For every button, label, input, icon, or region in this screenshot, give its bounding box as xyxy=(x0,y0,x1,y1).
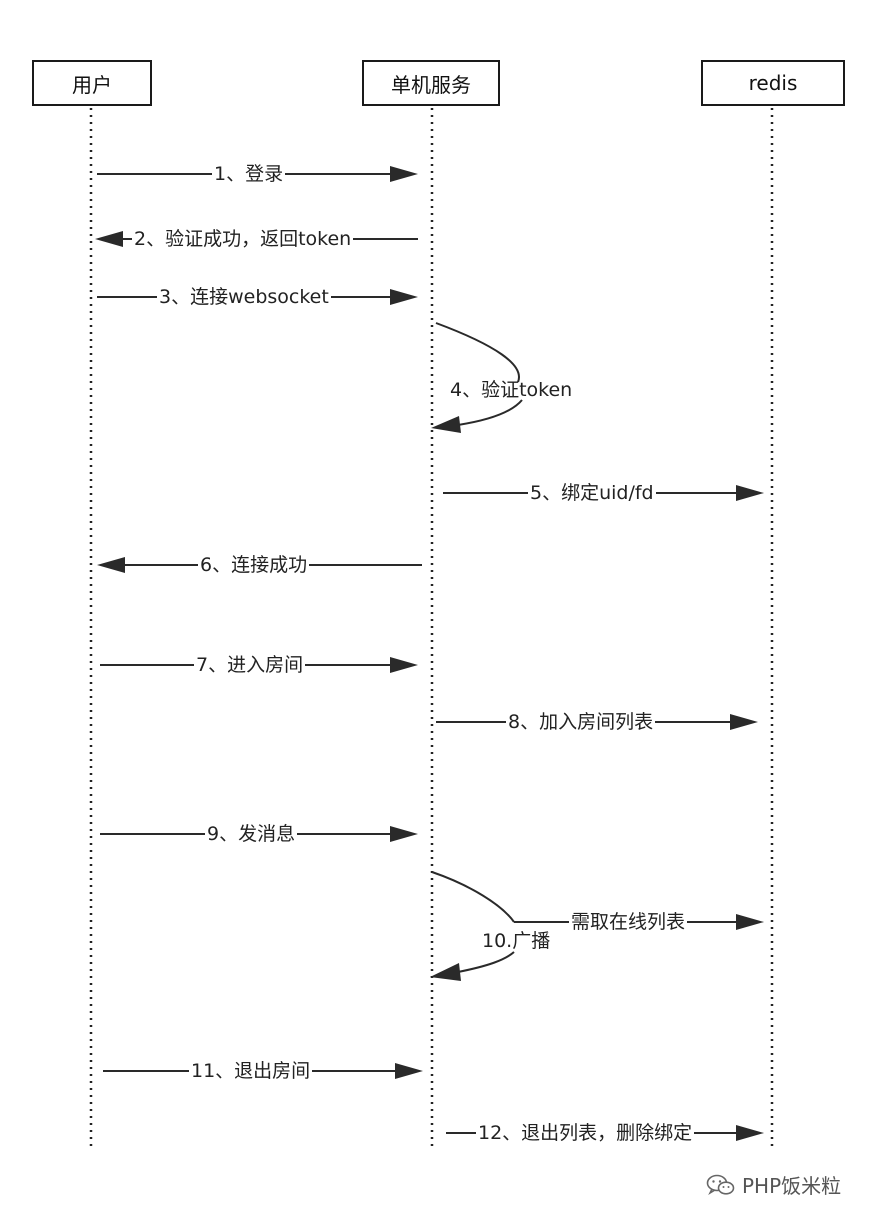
message-label-9: 9、发消息 xyxy=(205,823,298,845)
message-label-12: 12、退出列表，删除绑定 xyxy=(476,1122,695,1144)
actor-redis: redis xyxy=(701,60,845,106)
actor-server-label: 单机服务 xyxy=(391,72,471,97)
message-label-6: 6、连接成功 xyxy=(198,554,310,576)
actor-user: 用户 xyxy=(32,60,152,106)
message-arrow-4 xyxy=(431,322,523,433)
message-label-11: 11、退出房间 xyxy=(189,1060,313,1082)
actor-user-label: 用户 xyxy=(72,72,112,97)
message-label-7: 7、进入房间 xyxy=(194,654,306,676)
message-arrow-10 xyxy=(430,951,515,981)
watermark: PHP饭米粒 xyxy=(706,1170,841,1199)
wechat-icon xyxy=(706,1174,735,1195)
message-label-9b: 需取在线列表 xyxy=(569,911,688,933)
message-label-4: 4、验证token xyxy=(450,379,573,401)
message-label-3: 3、连接websocket xyxy=(157,286,331,308)
message-label-1: 1、登录 xyxy=(212,163,286,185)
watermark-text: PHP饭米粒 xyxy=(742,1174,842,1198)
message-label-10: 10.广播 xyxy=(482,930,551,952)
actor-server: 单机服务 xyxy=(362,60,500,106)
actor-redis-label: redis xyxy=(748,71,798,95)
message-label-5: 5、绑定uid/fd xyxy=(528,482,656,504)
message-label-2: 2、验证成功，返回token xyxy=(132,228,354,250)
message-label-8: 8、加入房间列表 xyxy=(506,711,656,733)
